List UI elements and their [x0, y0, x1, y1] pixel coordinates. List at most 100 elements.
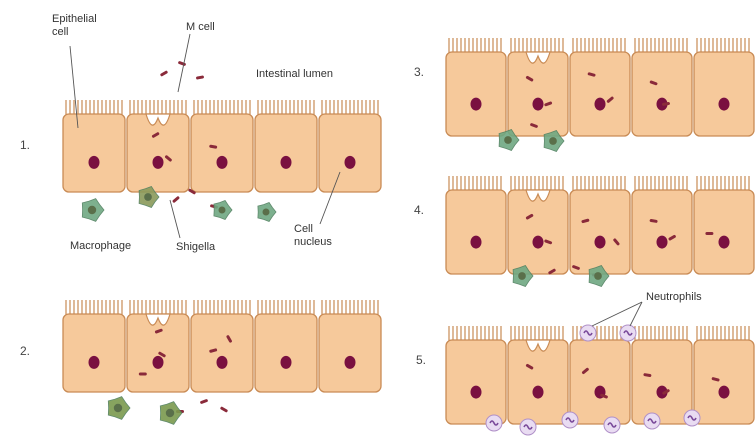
cell-nucleus: [471, 386, 482, 399]
cell-body: [255, 314, 317, 392]
cell-body: [694, 190, 754, 274]
neutrophil: [580, 325, 596, 341]
epithelial-cell: [191, 100, 253, 192]
pointer-line: [170, 200, 180, 238]
cell-body: [319, 114, 381, 192]
cell-body: [191, 314, 253, 392]
cell-body: [570, 52, 630, 136]
cell-body: [694, 52, 754, 136]
macrophage: [258, 203, 276, 222]
shigella-bacterium: [178, 61, 187, 67]
cell-body: [255, 114, 317, 192]
cell-nucleus: [153, 356, 164, 369]
cell-body: [446, 52, 506, 136]
cell-core: [166, 409, 174, 417]
cell-nucleus: [719, 386, 730, 399]
shigella-bacterium: [705, 232, 713, 235]
shigella-bacterium: [200, 399, 209, 405]
label-epithelial-cell: Epithelialcell: [52, 13, 97, 38]
cell-nucleus: [281, 356, 292, 369]
cell-nucleus: [657, 236, 668, 249]
cell-core: [549, 137, 557, 145]
neutrophil: [644, 413, 660, 429]
epithelial-cell: [694, 38, 754, 136]
shigella-bacterium: [139, 373, 147, 376]
cell-body: [191, 114, 253, 192]
neutrophil: [684, 410, 700, 426]
neutrophil: [486, 415, 502, 431]
step-number-5: 5.: [416, 353, 426, 367]
cell-body: [63, 314, 125, 392]
cell-nucleus: [345, 156, 356, 169]
cell-core: [219, 207, 226, 214]
epithelial-cell: [694, 326, 754, 424]
macrophage: [82, 199, 104, 222]
cell-body: [63, 114, 125, 192]
panel-4: [446, 176, 754, 274]
cell-body: [127, 114, 189, 192]
cell-body: [632, 52, 692, 136]
cell-body: [127, 314, 189, 392]
panel-1: [63, 100, 381, 192]
cell-nucleus: [595, 236, 606, 249]
cell-core: [504, 136, 512, 144]
cell-nucleus: [471, 98, 482, 111]
epithelial-cell: [694, 176, 754, 274]
epithelial-cell: [570, 38, 630, 136]
label-m-cell: M cell: [186, 21, 215, 33]
epithelial-cell: [63, 100, 125, 192]
label-intestinal-lumen: Intestinal lumen: [256, 68, 333, 80]
epithelial-cell: [319, 100, 381, 192]
cell-nucleus: [719, 98, 730, 111]
label-neutrophils: Neutrophils: [646, 291, 702, 303]
cell-body: [446, 190, 506, 274]
epithelial-cell: [570, 176, 630, 274]
epithelial-cell: [255, 300, 317, 392]
shigella-bacterium: [196, 75, 204, 79]
cell-nucleus: [153, 156, 164, 169]
step-number-3: 3.: [414, 65, 424, 79]
cell-body: [508, 340, 568, 424]
epithelial-cell: [446, 176, 506, 274]
cell-body: [570, 190, 630, 274]
pointer-line: [592, 302, 642, 326]
neutrophil: [520, 419, 536, 435]
shigella-bacterium: [160, 70, 168, 77]
cell-nucleus: [89, 356, 100, 369]
cell-body: [319, 314, 381, 392]
cell-core: [88, 206, 96, 214]
macrophage: [160, 402, 182, 425]
shigella-bacterium: [220, 406, 228, 413]
panel-3: [446, 38, 754, 136]
epithelial-cell: [255, 100, 317, 192]
cell-nucleus: [595, 98, 606, 111]
epithelial-cell: [446, 38, 506, 136]
cell-body: [632, 340, 692, 424]
step-number-2: 2.: [20, 344, 30, 358]
cell-body: [632, 190, 692, 274]
neutrophil: [604, 417, 620, 433]
neutrophil: [562, 412, 578, 428]
epithelial-cell: [632, 176, 692, 274]
epithelial-cell: [319, 300, 381, 392]
step-number-1: 1.: [20, 138, 30, 152]
cell-core: [518, 272, 526, 280]
cell-nucleus: [471, 236, 482, 249]
cell-nucleus: [719, 236, 730, 249]
panel-2: [63, 300, 381, 392]
cell-nucleus: [281, 156, 292, 169]
epithelial-cell: [632, 38, 692, 136]
cell-core: [263, 209, 270, 216]
label-macrophage: Macrophage: [70, 240, 131, 252]
cell-core: [114, 404, 122, 412]
epithelial-cell: [191, 300, 253, 392]
cell-body: [508, 52, 568, 136]
epithelial-cell: [632, 326, 692, 424]
cell-nucleus: [217, 356, 228, 369]
cell-nucleus: [533, 236, 544, 249]
epithelial-cell: [446, 326, 506, 424]
shigella-bacterium: [172, 196, 180, 203]
